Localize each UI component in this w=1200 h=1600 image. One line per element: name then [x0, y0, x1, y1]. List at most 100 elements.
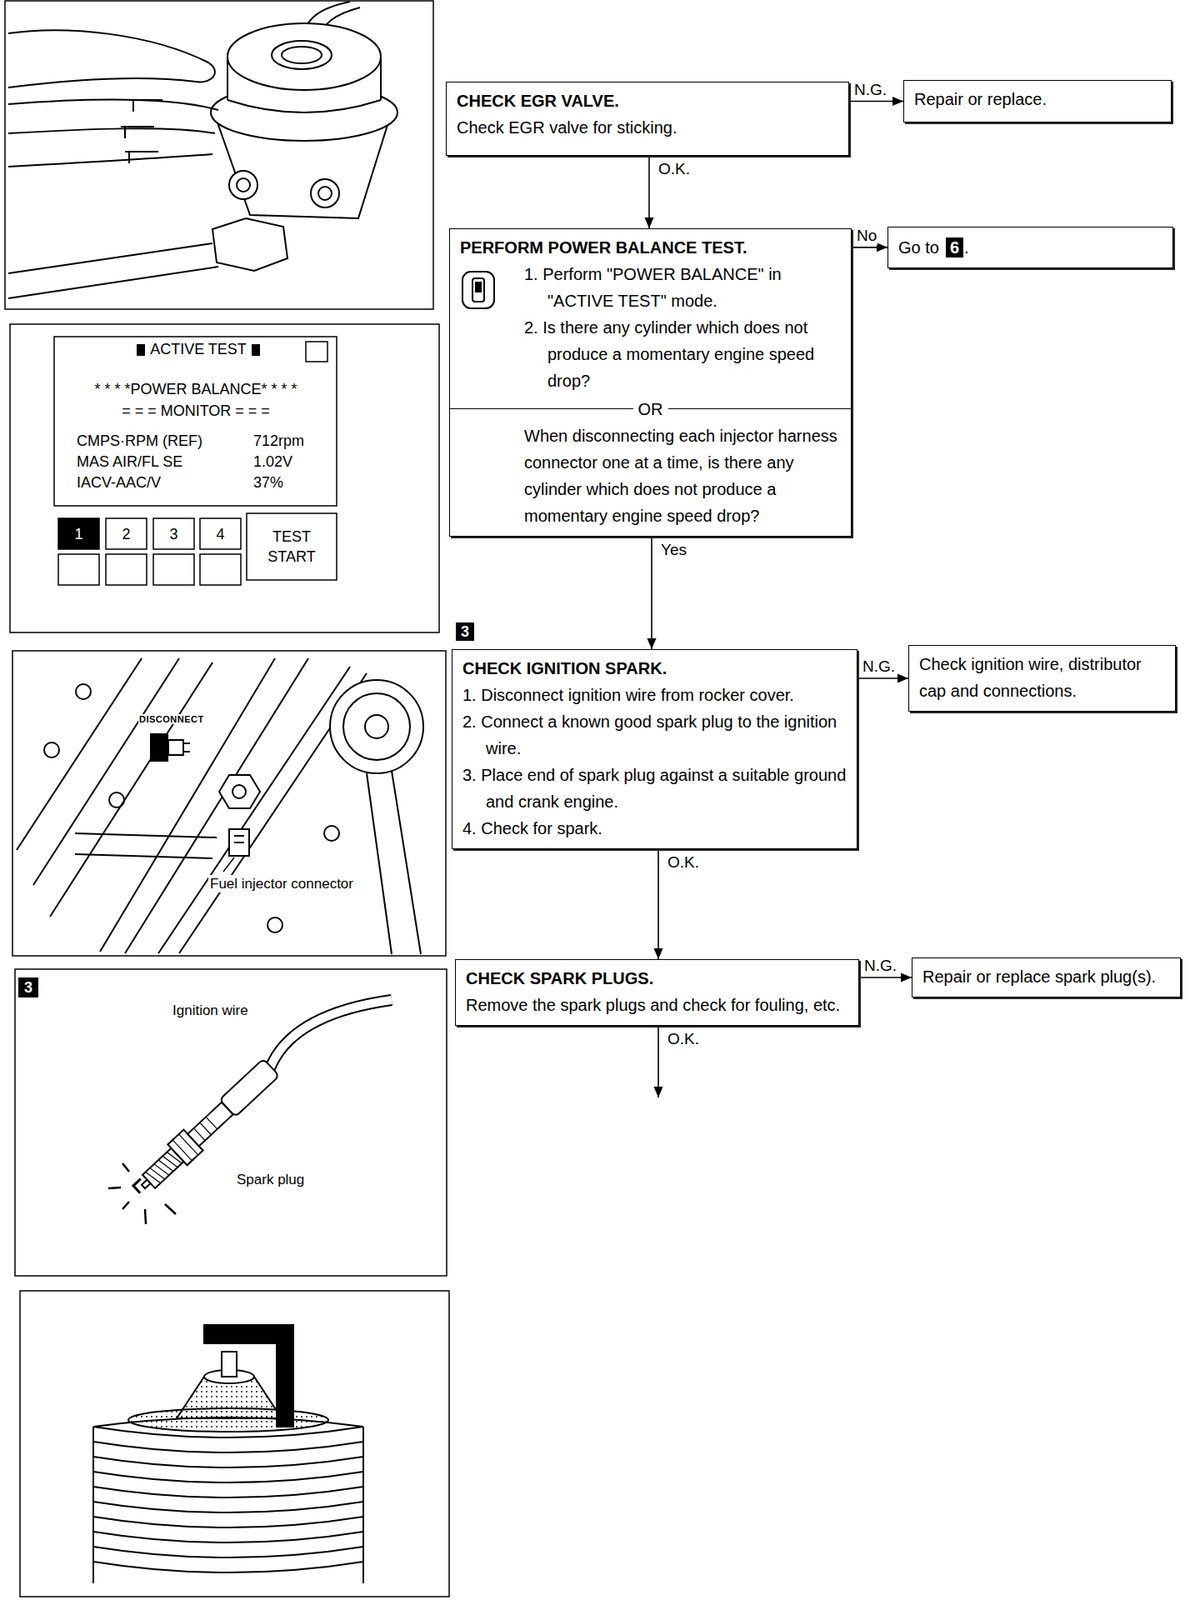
spark-plug-closeup-figure [93, 1501, 364, 1513]
spark-check-figure [187, 1102, 234, 1147]
step-item: 2. Connect a known good spark plug to th… [462, 708, 849, 762]
spark-plug-closeup-figure [93, 1456, 364, 1468]
step-heading: CHECK EGR VALVE. [456, 87, 840, 115]
flow-label: Yes [660, 540, 688, 560]
step-text: Repair or replace spark plug(s). [922, 963, 1172, 990]
flow-label: N.G. [863, 956, 898, 975]
flow-label: O.K. [666, 853, 700, 872]
callout-number: 3 [455, 622, 475, 641]
spark-check-figure [270, 1000, 392, 1069]
step-heading: CHECK IGNITION SPARK. [462, 655, 849, 682]
arrow-head [900, 973, 912, 983]
arrow-head [897, 674, 909, 684]
spark-check-figure [193, 1116, 217, 1140]
egr-valve-figure [227, 23, 381, 90]
engine-figure [330, 680, 424, 774]
process-box: CHECK SPARK PLUGS.Remove the spark plugs… [455, 959, 860, 1026]
arrow-head [876, 242, 888, 252]
cylinder-button: 1 [58, 518, 100, 550]
engine-figure [150, 733, 169, 762]
step-heading: CHECK SPARK PLUGS. [465, 965, 850, 992]
egr-valve-figure [129, 100, 163, 112]
step-number: 6 [945, 237, 964, 258]
step-text: Remove the spark plugs and check for fou… [465, 991, 850, 1019]
egr-valve-figure [318, 186, 332, 200]
consult-screen-figure [10, 324, 440, 633]
egr-valve-figure [8, 243, 213, 274]
consult-screen-figure [251, 344, 260, 356]
consult-screen-figure [200, 554, 241, 585]
egr-valve-figure [120, 126, 155, 139]
spark-plug-closeup-figure [93, 1531, 364, 1543]
process-box: CHECK EGR VALVE.Check EGR valve for stic… [445, 81, 850, 156]
engine-figure [324, 825, 340, 841]
consult-screen-figure [153, 554, 195, 585]
engine-figure [343, 693, 410, 760]
flow-arrow [654, 1025, 664, 1098]
start-button: TEST START [246, 513, 337, 580]
egr-valve-figure [271, 40, 332, 70]
step-text: Go to [898, 234, 940, 261]
step-item: 2. Is there any cylinder which does not … [460, 314, 843, 395]
egr-valve-figure [236, 178, 250, 192]
step-text: . [964, 234, 970, 261]
arrow-head [892, 96, 904, 106]
engine-figure [158, 666, 350, 954]
spark-plug-closeup-figure [20, 1290, 450, 1597]
signal-value: 37% [253, 473, 284, 492]
spark-plug-closeup-figure [93, 1441, 364, 1453]
egr-valve-figure [8, 30, 215, 88]
egr-valve-figure [5, 0, 434, 310]
cylinder-button: 3 [153, 518, 195, 550]
screen-text: = = = MONITOR = = = [55, 401, 337, 420]
egr-valve-figure [310, 179, 340, 208]
flow-arrow [650, 536, 653, 650]
engine-figure [16, 658, 142, 850]
engine-figure [125, 658, 309, 954]
engine-figure [223, 857, 235, 872]
flow-label: No [855, 226, 878, 245]
spark-plug-closeup-figure [93, 1426, 364, 1584]
egr-valve-figure [8, 128, 215, 134]
engine-figure [100, 658, 275, 952]
engine-figure [234, 835, 245, 843]
egr-valve-figure [8, 99, 219, 110]
egr-valve-figure [125, 151, 159, 164]
engine-figure [12, 650, 446, 956]
flow-label: N.G. [861, 657, 896, 676]
egr-valve-figure [281, 46, 322, 64]
spark-plug-closeup-figure [93, 1561, 364, 1573]
flow-arrow [645, 155, 655, 229]
consult-screen-figure [105, 554, 147, 585]
egr-valve-figure [5, 0, 434, 310]
step-item: 3. Place end of spark plug against a sui… [462, 761, 849, 815]
flow-arrow [654, 849, 664, 960]
cylinder-button: 4 [200, 518, 241, 550]
egr-valve-figure [8, 154, 213, 167]
engine-figure [219, 775, 260, 809]
flow-arrow [657, 849, 660, 960]
egr-valve-figure [212, 218, 288, 271]
cylinder-button: 2 [105, 518, 147, 550]
part-label: Fuel injector connector [208, 875, 355, 893]
spark-check-figure [15, 969, 447, 1276]
engine-figure [33, 658, 180, 885]
engine-figure [12, 650, 446, 956]
step-text: Repair or replace. [914, 85, 1163, 113]
screen-title: ACTIVE TEST [135, 340, 262, 359]
spark-plug-closeup-figure [93, 1471, 364, 1483]
step-heading: PERFORM POWER BALANCE TEST. [460, 234, 843, 261]
signal-name: CMPS·RPM (REF) [76, 431, 203, 450]
consult-screen-figure [105, 518, 147, 550]
process-box: Repair or replace spark plug(s). [911, 957, 1181, 998]
process-box: PERFORM POWER BALANCE TEST.1. Perform "P… [449, 228, 852, 537]
consult-icon [475, 281, 482, 293]
signal-value: 1.02V [253, 452, 293, 471]
spark-plug-closeup-figure [204, 1325, 294, 1427]
flow-arrow [647, 536, 657, 650]
flow-label: N.G. [853, 80, 888, 100]
process-box: Go to6. [887, 226, 1174, 269]
part-label: DISCONNECT [138, 714, 205, 725]
spark-plug-closeup-figure [93, 1546, 364, 1558]
consult-icon [460, 269, 497, 311]
